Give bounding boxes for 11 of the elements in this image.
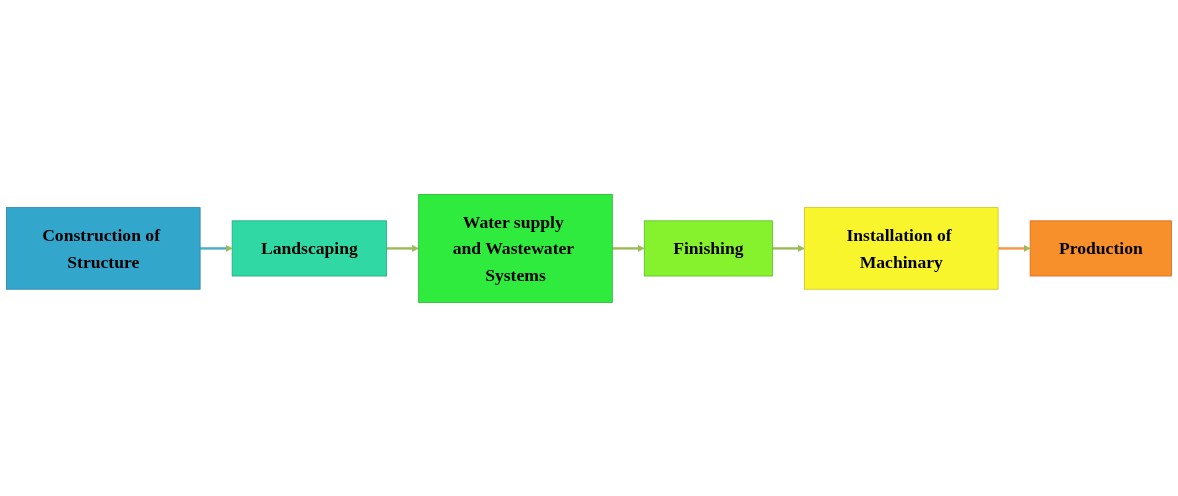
- arrow: [772, 244, 805, 252]
- node-box: Production: [1029, 220, 1172, 276]
- arrow: [386, 244, 419, 252]
- arrow: [612, 244, 645, 252]
- node-box: Finishing: [643, 220, 773, 276]
- arrow: [998, 244, 1031, 252]
- node-box: Landscaping: [231, 220, 388, 276]
- node-box: Water supply and Wastewater Systems: [418, 193, 613, 303]
- node-box: Installation of Machinary: [804, 206, 999, 290]
- arrow: [200, 244, 233, 252]
- node-box: Construction of Structure: [6, 206, 201, 290]
